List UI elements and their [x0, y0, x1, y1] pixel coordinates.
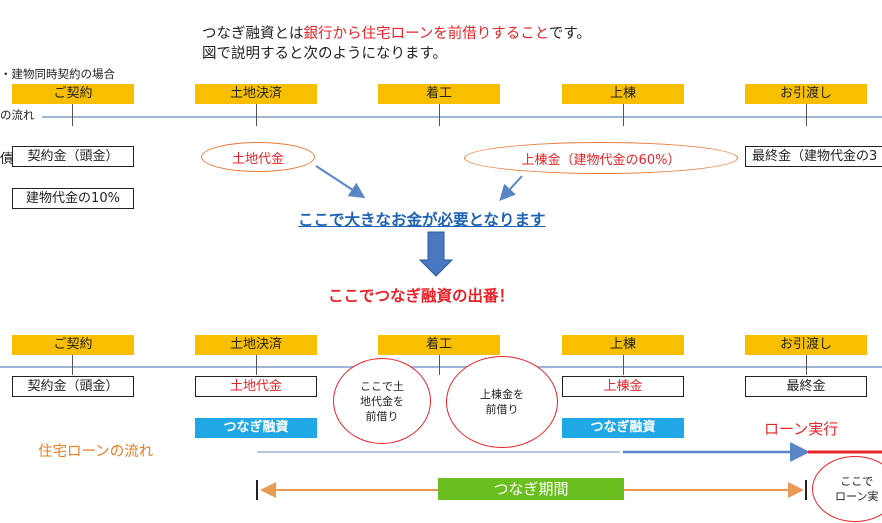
- s2-tick: [623, 355, 624, 375]
- s1-tick: [806, 104, 807, 126]
- s1-tick: [256, 104, 257, 126]
- s1-land-cost-oval: 土地代金: [201, 142, 315, 172]
- bubble-line: ここで土: [360, 379, 404, 393]
- s1-step-handover: お引渡し: [745, 84, 867, 104]
- land-to-message-arrow: [315, 165, 366, 199]
- s2-final-payment: 最終金: [745, 376, 867, 397]
- loan-execute-bubble: ここで ローン実: [812, 456, 882, 522]
- intro-highlight: 銀行から住宅ローンを前借りすること: [303, 26, 549, 42]
- s1-framing-cost-oval: 上棟金（建物代金の60%）: [464, 142, 738, 174]
- s2-contract-payment: 契約金（頭金）: [12, 376, 134, 397]
- s1-timeline: [42, 116, 882, 118]
- s2-tick: [72, 355, 73, 375]
- intro-prefix: つなぎ融資とは: [202, 26, 304, 42]
- s1-building-pct-payment: 建物代金の10%: [12, 188, 134, 209]
- s1-step-land-settlement: 土地決済: [195, 84, 317, 104]
- bridge-loan-tag-land: つなぎ融資: [195, 418, 317, 438]
- s2-step-contract: ご契約: [12, 335, 134, 355]
- loan-execution-label: ローン実行: [764, 420, 839, 438]
- mortgage-flow-label: 住宅ローンの流れ: [38, 444, 154, 460]
- s1-side-char: 債: [0, 152, 14, 167]
- s1-step-contract: ご契約: [12, 84, 134, 104]
- bubble-line: 前借り: [365, 409, 399, 423]
- s2-step-land-settlement: 土地決済: [195, 335, 317, 355]
- bubble-line: 前借り: [485, 403, 519, 416]
- big-money-message: ここで大きなお金が必要となります: [298, 211, 546, 229]
- s1-step-construction-start: 着工: [378, 84, 500, 104]
- bridge-loan-message: ここでつなぎ融資の出番！: [328, 287, 515, 305]
- s2-framing-payment: 上棟金: [562, 376, 684, 397]
- s1-final-payment: 最終金（建物代金の3: [745, 146, 882, 167]
- bridge-period-label: つなぎ期間: [438, 478, 624, 500]
- s1-tick: [439, 104, 440, 126]
- s2-tick: [256, 355, 257, 375]
- bubble-line: ローン実: [835, 490, 879, 503]
- land-borrow-bubble: ここで土 地代金を 前借り: [333, 358, 431, 444]
- s2-step-framing: 上棟: [562, 335, 684, 355]
- s2-step-handover: お引渡し: [745, 335, 867, 355]
- intro-suffix: です。: [548, 26, 591, 42]
- bridge-loan-tag-framing: つなぎ融資: [562, 418, 684, 438]
- intro-line-2: 図で説明すると次のようになります。: [202, 46, 448, 62]
- s1-flow-label: の流れ: [0, 108, 35, 122]
- bubble-line: ここで: [840, 475, 874, 488]
- s2-tick: [806, 355, 807, 375]
- framing-borrow-bubble: 上棟金を 前借り: [446, 356, 558, 448]
- framing-to-message-arrow: [499, 175, 523, 201]
- bubble-line: 上棟金を: [480, 388, 524, 401]
- s2-timeline: [0, 366, 882, 368]
- s2-tick: [439, 355, 440, 375]
- bubble-line: 地代金を: [360, 394, 404, 408]
- s1-tick: [623, 104, 624, 126]
- s2-step-construction-start: 着工: [378, 335, 500, 355]
- s1-contract-payment: 契約金（頭金）: [12, 146, 134, 167]
- down-arrow-icon: [418, 231, 454, 277]
- s2-land-payment: 土地代金: [195, 376, 317, 397]
- s1-tick: [72, 104, 73, 126]
- s1-step-framing: 上棟: [562, 84, 684, 104]
- case-note: ・建物同時契約の場合: [0, 67, 115, 81]
- intro-line-1: つなぎ融資とは銀行から住宅ローンを前借りすることです。: [202, 22, 591, 43]
